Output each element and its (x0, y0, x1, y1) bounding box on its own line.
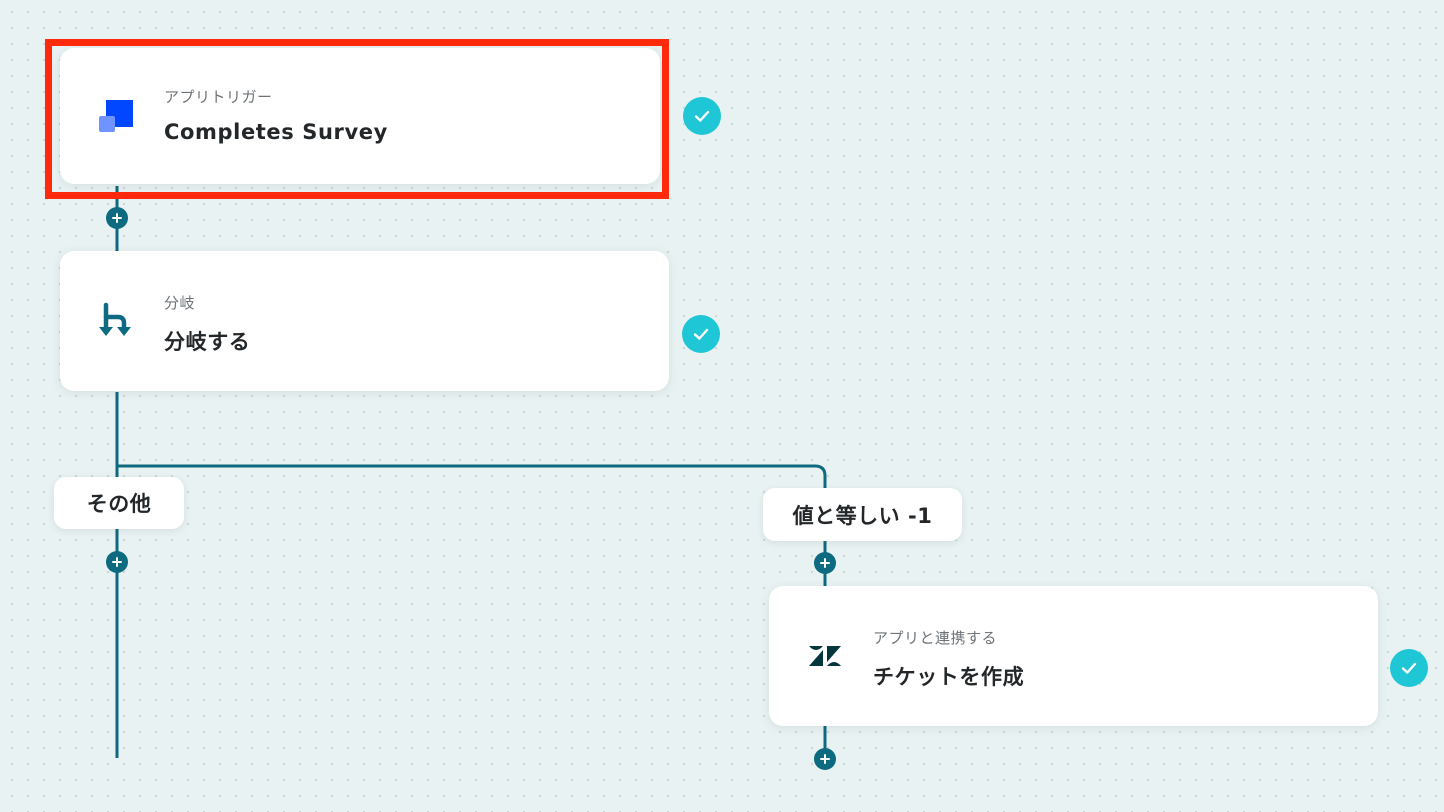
branch-label-other[interactable]: その他 (54, 477, 184, 529)
plus-icon (820, 558, 830, 568)
step-title: Completes Survey (164, 120, 388, 144)
step-title: 分岐する (164, 330, 251, 354)
create-ticket-step-card[interactable]: アプリと連携する チケットを作成 (769, 586, 1378, 726)
step-type-label: アプリトリガー (164, 88, 273, 106)
app-square-icon (99, 100, 133, 132)
check-icon (1390, 649, 1428, 687)
plus-icon (820, 754, 830, 764)
step-type-label: 分岐 (164, 294, 196, 312)
branch-icon (99, 302, 131, 336)
step-title: チケットを作成 (873, 665, 1025, 689)
branch-label-equals[interactable]: 値と等しい -1 (763, 488, 962, 541)
check-icon (683, 97, 721, 135)
add-step-button[interactable] (106, 551, 128, 573)
add-step-button[interactable] (814, 552, 836, 574)
plus-icon (112, 213, 122, 223)
branch-step-card[interactable]: 分岐 分岐する (60, 251, 669, 391)
add-step-button[interactable] (814, 748, 836, 770)
step-type-label: アプリと連携する (873, 629, 998, 647)
add-step-button[interactable] (106, 207, 128, 229)
check-icon (682, 315, 720, 353)
plus-icon (112, 557, 122, 567)
selection-highlight (45, 39, 669, 199)
trigger-step-card[interactable]: アプリトリガー Completes Survey (60, 48, 660, 184)
zendesk-icon (809, 646, 841, 666)
